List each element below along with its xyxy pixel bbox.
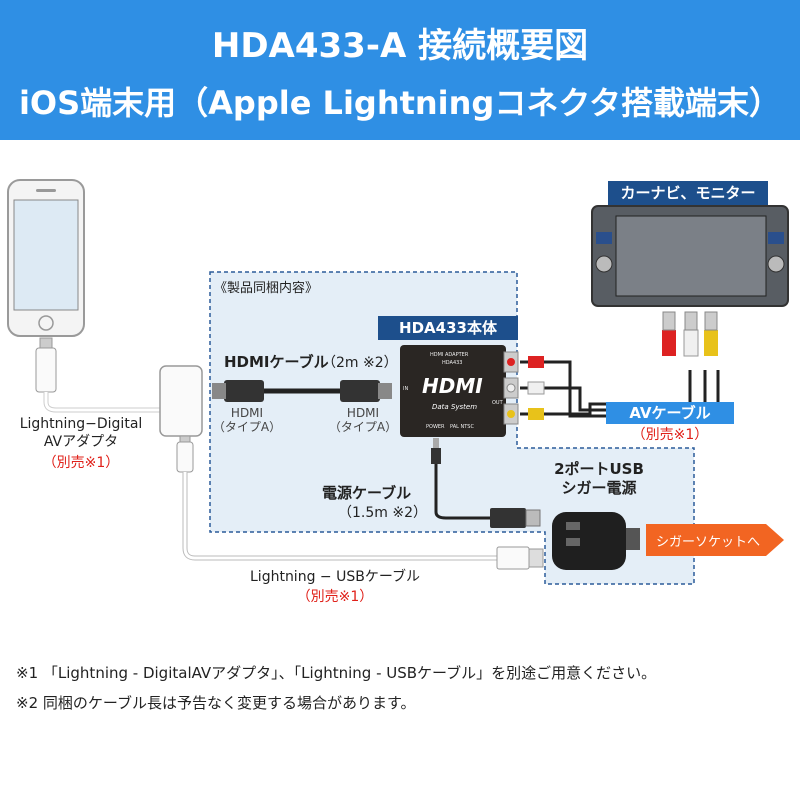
unit-face-top: HDMI ADAPTER (430, 352, 469, 358)
adapter-name: Lightning−Digital AVアダプタ (19, 416, 143, 450)
unit-face-mode: PAL NTSC (450, 424, 474, 430)
hdmi-cable-label: HDMIケーブル (224, 353, 329, 371)
usb-cable-note: （別売※1） (296, 589, 374, 605)
unit-label: HDA433本体 (378, 316, 518, 340)
unit-face-power: POWER (426, 424, 445, 430)
monitor-label: カーナビ、モニター (608, 181, 768, 205)
power-cable-length: （1.5m ※2） (338, 505, 427, 521)
unit-face-in: IN (403, 386, 409, 392)
title-line-1: HDA433-A 接続概要図 (211, 26, 589, 66)
footnote-1: ※1 「Lightning - DigitalAVアダプタ」、「Lightnin… (16, 664, 657, 682)
unit-face-out: OUT (492, 400, 503, 406)
hda433-unit-image (400, 345, 519, 437)
car-monitor-image (591, 205, 789, 307)
rca-cables (520, 311, 720, 420)
socket-arrow-label: シガーソケットへ (656, 535, 761, 550)
unit-face-brand: Data System (432, 403, 478, 411)
power-cable-label: 電源ケーブル (322, 484, 412, 502)
power-cable (434, 462, 492, 520)
hdmi-cable-length: （2m ※2） (322, 355, 398, 371)
header-banner: HDA433-A 接続概要図 iOS端末用（Apple Lightningコネク… (0, 0, 800, 140)
adapter-note: （別売※1） (42, 455, 120, 471)
package-contents-label: 《製品同梱内容》 (214, 281, 319, 296)
av-adapter-body (159, 365, 203, 437)
usb-charger-label: 2ポートUSB シガー電源 (554, 460, 644, 497)
hdmi-end-right-label: HDMI （タイプA） (328, 406, 398, 434)
iphone-image (7, 179, 85, 337)
hdmi-cable-image (212, 380, 392, 402)
unit-face-logo: HDMI (422, 374, 483, 398)
usb-cable-label: Lightning − USBケーブル (250, 569, 420, 585)
cigar-charger-image (552, 512, 640, 570)
title-line-2: iOS端末用（Apple Lightningコネクタ搭載端末） (18, 84, 782, 122)
usb-plug (496, 546, 530, 570)
unit-face-model: HDA433 (442, 360, 463, 366)
footnote-2: ※2 同梱のケーブル長は予告なく変更する場合があります。 (16, 694, 416, 712)
av-cable-note: （別売※1） (631, 427, 709, 443)
av-cable-label: AVケーブル (606, 402, 734, 424)
hdmi-end-left-label: HDMI （タイプA） (212, 406, 282, 434)
socket-arrow-shape (646, 524, 784, 556)
